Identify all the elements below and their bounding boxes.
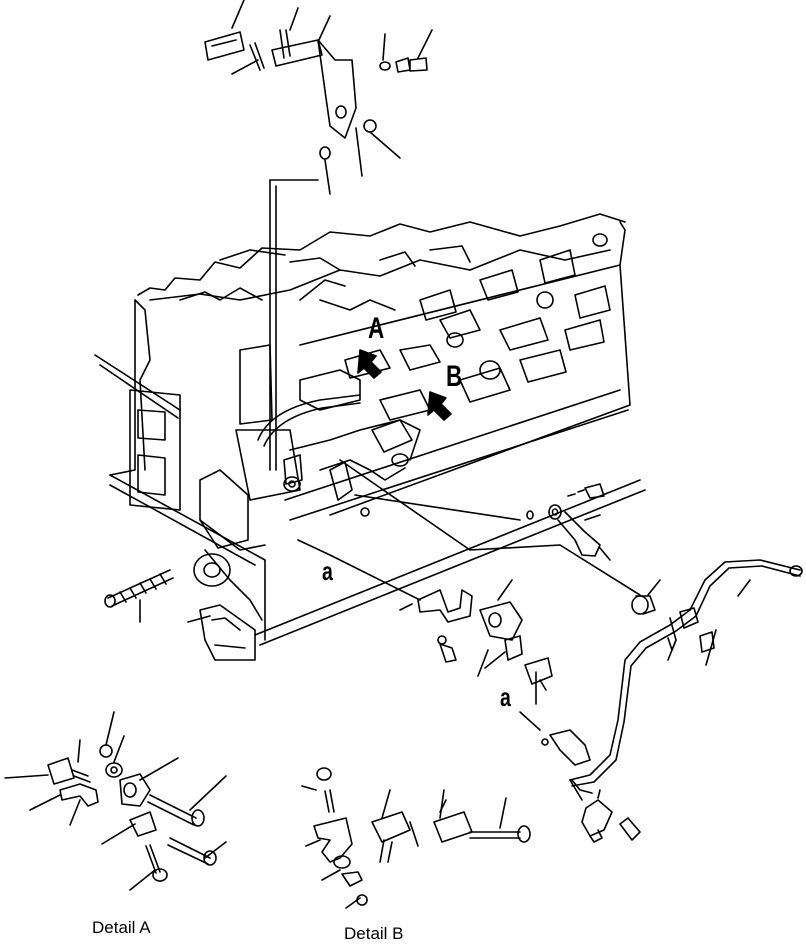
view-label-a: A [368, 312, 385, 345]
through-bolt [105, 570, 210, 622]
engine-block [95, 214, 645, 660]
top-bracket-assembly [205, 0, 432, 194]
caption-detail-a: Detail A [92, 918, 151, 937]
detail-a-parts [5, 712, 226, 890]
view-label-b: B [446, 360, 463, 393]
fuel-tube-right [570, 560, 802, 786]
elbow-fitting-assembly [527, 484, 660, 614]
lower-connector-assembly [520, 712, 640, 842]
detail-b-parts [302, 768, 530, 908]
view-arrows [358, 350, 451, 420]
connection-lines [298, 460, 640, 600]
caption-detail-b: Detail B [344, 924, 404, 943]
vertical-oil-tube [270, 180, 318, 470]
connection-label-a-upper: a [322, 556, 333, 586]
connection-label-a-lower: a [500, 682, 511, 712]
mid-bracket-assembly [400, 580, 552, 704]
